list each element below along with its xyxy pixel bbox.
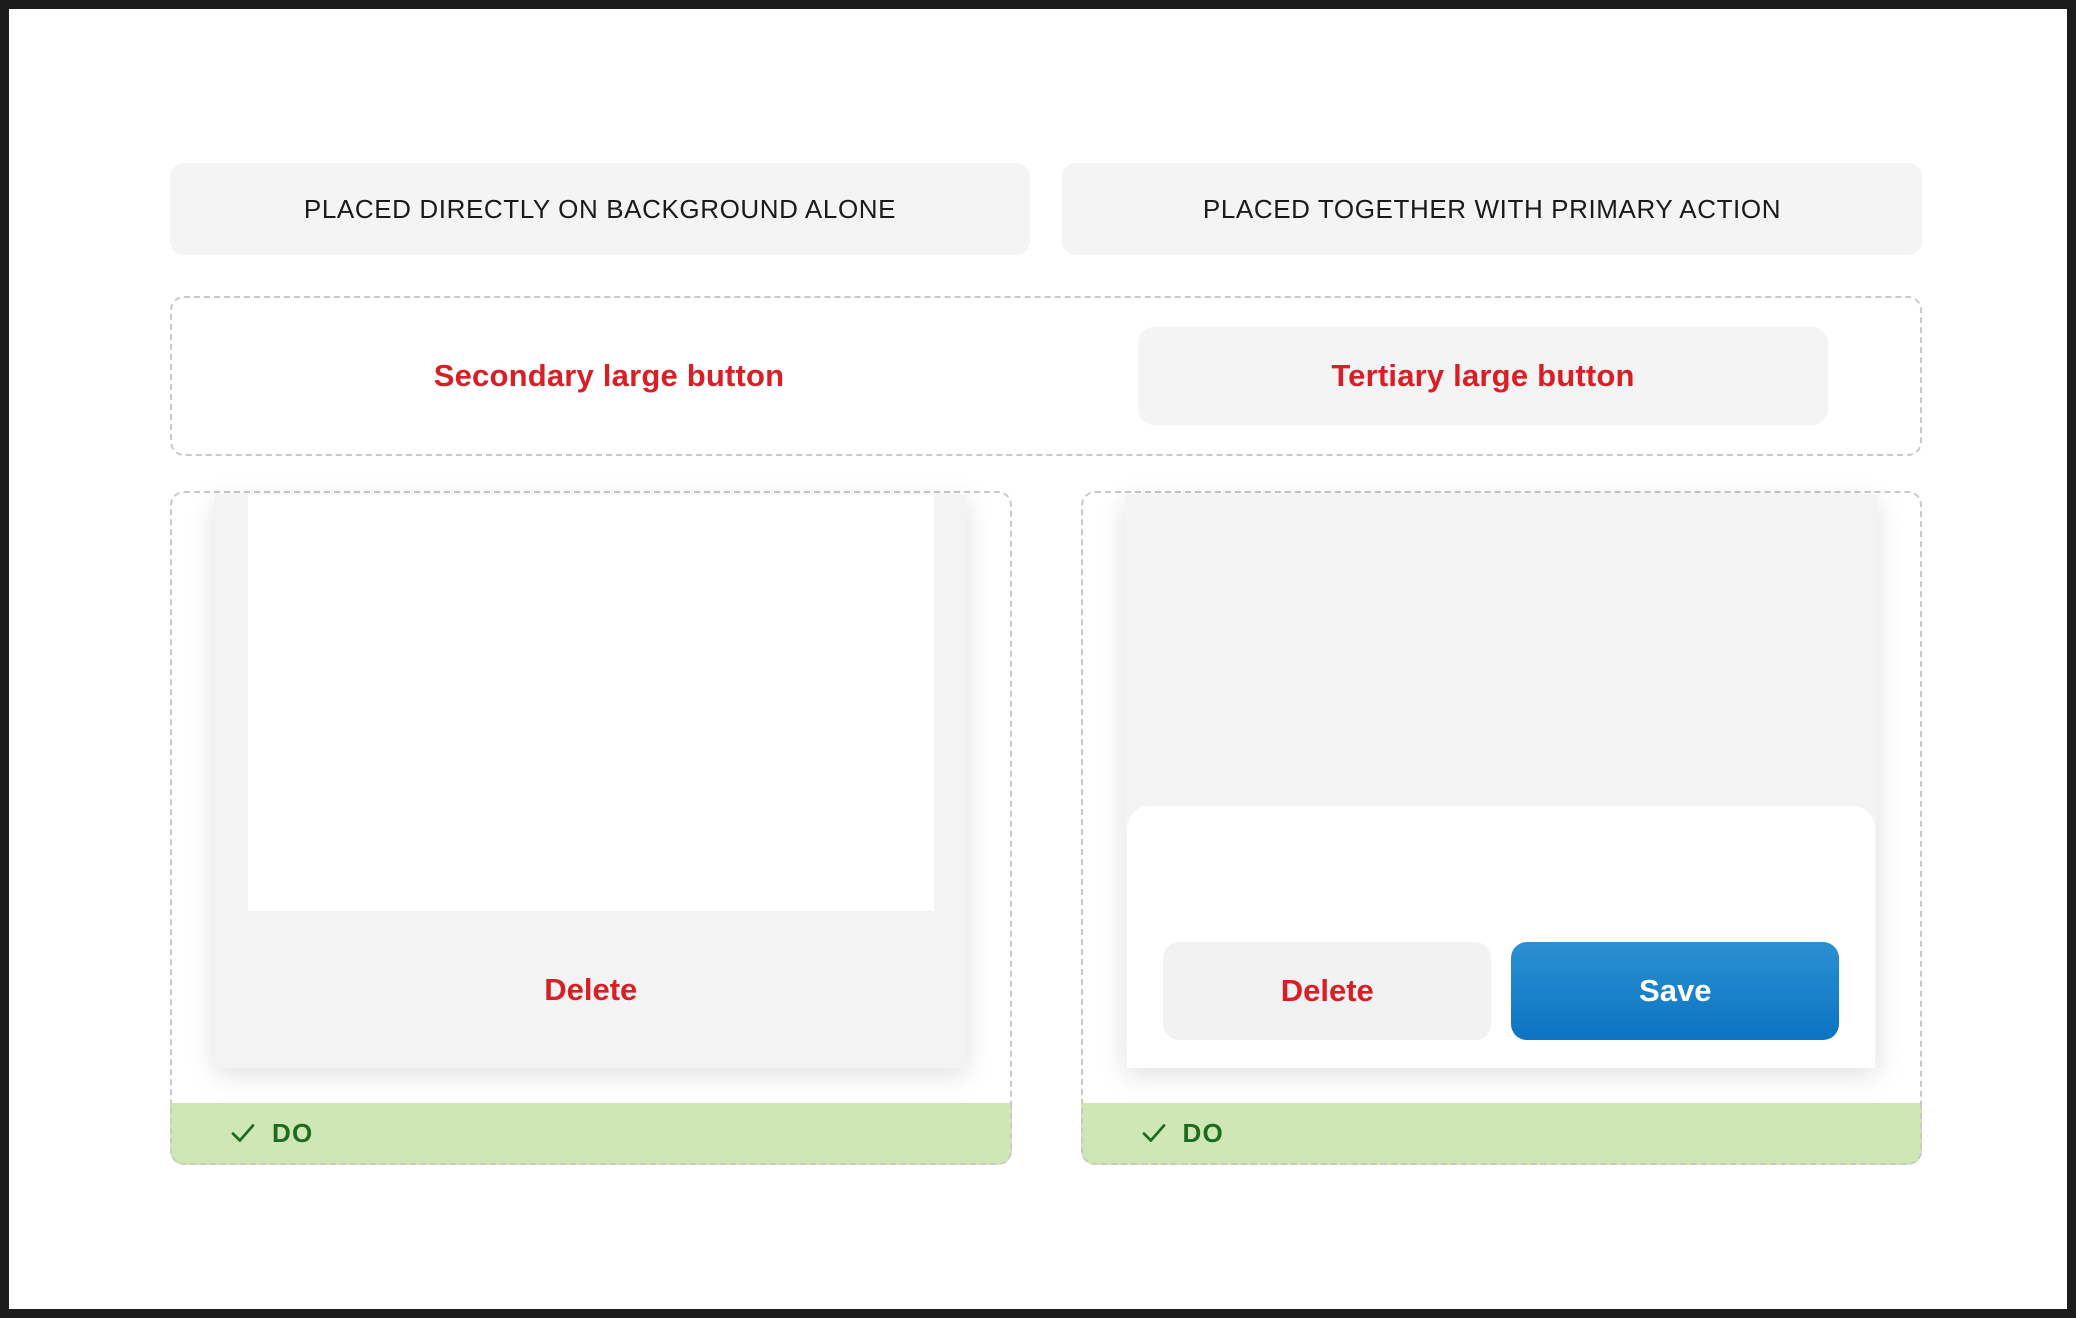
example-card-right: Delete Save DO xyxy=(1080,491,1922,1165)
spec-band: Secondary large button Tertiary large bu… xyxy=(170,296,1922,456)
example-left-frame: Delete xyxy=(170,491,1012,1103)
do-label-right: DO xyxy=(1182,1117,1224,1148)
secondary-large-button[interactable]: Secondary large button xyxy=(433,358,785,393)
column-header-left-label: PLACED DIRECTLY ON BACKGROUND ALONE xyxy=(303,193,897,224)
save-button[interactable]: Save xyxy=(1511,942,1840,1040)
screen-action-area: Delete xyxy=(215,911,967,1068)
do-banner-left: DO xyxy=(170,1103,1012,1165)
column-header-right: PLACED TOGETHER WITH PRIMARY ACTION xyxy=(1062,163,1922,255)
device-screen-alone: Delete xyxy=(214,495,967,1068)
check-icon xyxy=(228,1118,258,1148)
spec-band-left: Secondary large button xyxy=(172,298,1046,454)
do-banner-right: DO xyxy=(1080,1103,1922,1165)
delete-button[interactable]: Delete xyxy=(538,971,643,1009)
spec-band-right: Tertiary large button xyxy=(1046,298,1920,454)
column-header-row: PLACED DIRECTLY ON BACKGROUND ALONE PLAC… xyxy=(170,163,1922,255)
example-right-frame: Delete Save xyxy=(1080,491,1922,1103)
column-header-right-label: PLACED TOGETHER WITH PRIMARY ACTION xyxy=(1202,193,1782,224)
action-sheet: Delete Save xyxy=(1127,806,1876,1068)
tertiary-large-button[interactable]: Tertiary large button xyxy=(1138,327,1828,425)
check-icon xyxy=(1139,1118,1169,1148)
column-header-left: PLACED DIRECTLY ON BACKGROUND ALONE xyxy=(170,163,1030,255)
delete-button[interactable]: Delete xyxy=(1163,942,1492,1040)
example-card-left: Delete DO xyxy=(170,491,1012,1165)
screen-content-area xyxy=(247,495,934,911)
examples-row: Delete DO xyxy=(170,491,1922,1165)
device-screen-with-primary: Delete Save xyxy=(1125,495,1878,1068)
guidance-stage: PLACED DIRECTLY ON BACKGROUND ALONE PLAC… xyxy=(170,163,1922,1165)
do-label-left: DO xyxy=(272,1117,314,1148)
